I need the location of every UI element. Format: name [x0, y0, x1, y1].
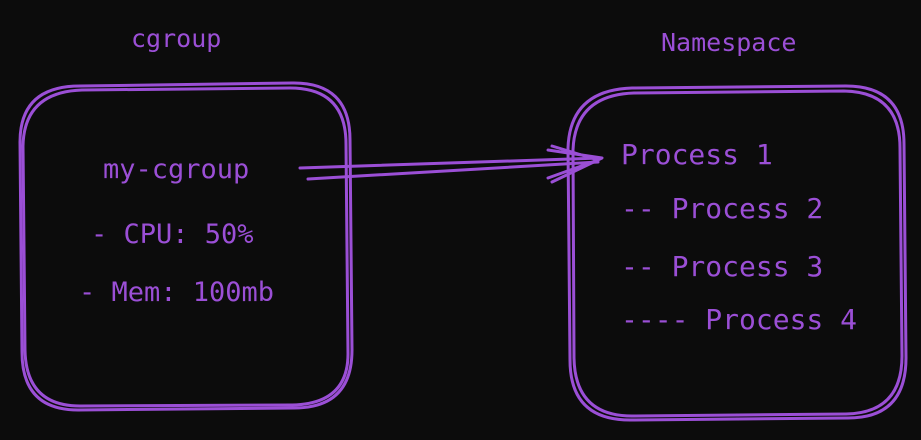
namespace-title: Namespace	[661, 28, 797, 57]
process-item: -- Process 3	[621, 250, 824, 283]
cgroup-title: cgroup	[131, 24, 222, 53]
process-item: Process 1	[621, 138, 773, 171]
cgroup-cpu-limit: - CPU: 50%	[91, 219, 254, 250]
cgroup-mem-limit: - Mem: 100mb	[79, 277, 275, 308]
cgroup-box	[18, 81, 354, 412]
namespace-box	[566, 84, 908, 422]
cgroup-name: my-cgroup	[103, 154, 250, 185]
arrow-connector	[298, 144, 604, 184]
process-item: -- Process 2	[621, 192, 824, 225]
process-item: ---- Process 4	[621, 303, 858, 336]
